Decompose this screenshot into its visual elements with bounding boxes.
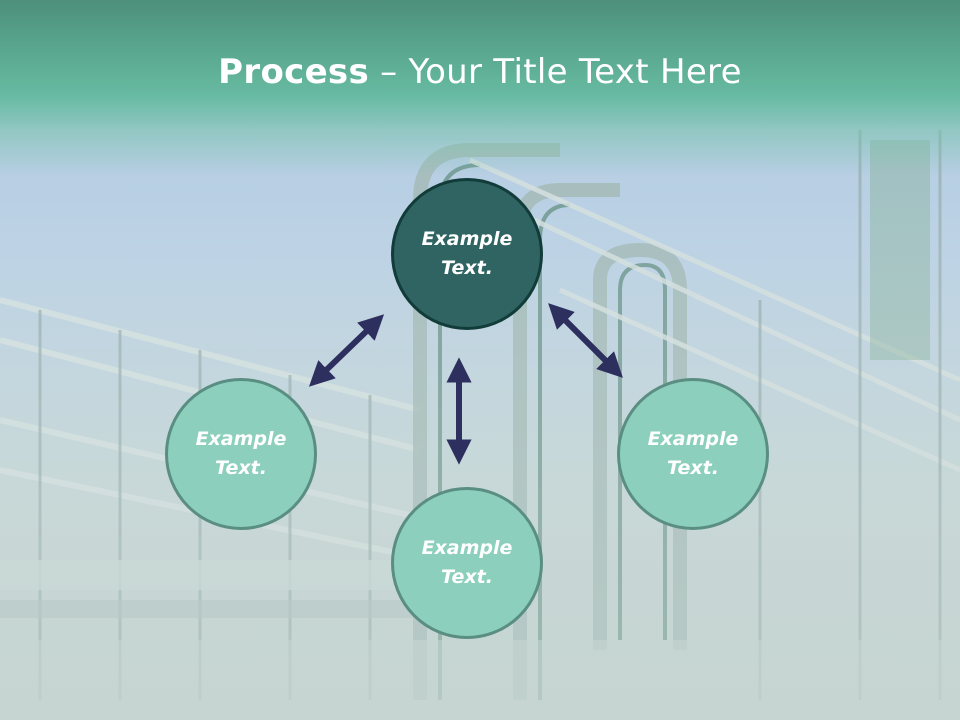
node-top-text: Example Text.	[421, 228, 513, 279]
title-bar	[0, 0, 960, 175]
arrow-top-right-icon	[548, 303, 623, 378]
node-right-text: Example Text.	[647, 428, 739, 479]
node-bottom-text: Example Text.	[421, 537, 513, 588]
node-left: Example Text.	[165, 378, 317, 530]
node-top: Example Text.	[391, 178, 543, 330]
node-left-text: Example Text.	[195, 428, 287, 479]
node-bottom: Example Text.	[391, 487, 543, 639]
arrow-top-left-icon	[308, 314, 385, 387]
title-rest-part: – Your Title Text Here	[369, 52, 742, 92]
slide-title: Process – Your Title Text Here	[0, 52, 960, 92]
node-right: Example Text.	[617, 378, 769, 530]
title-bold-part: Process	[218, 52, 370, 92]
